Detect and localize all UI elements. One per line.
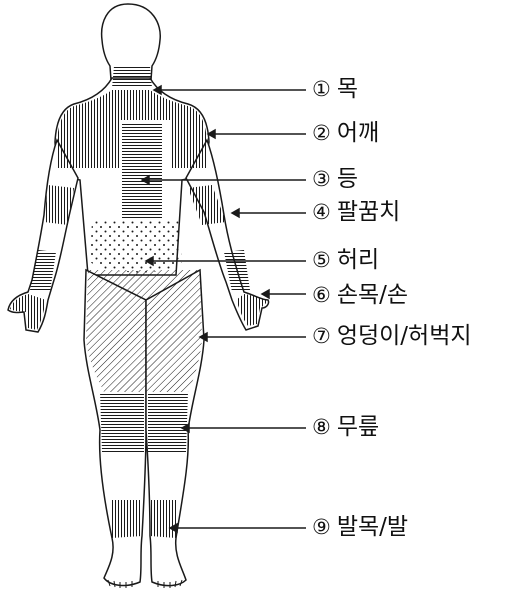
arrowhead-neck <box>152 84 162 96</box>
label-number: ⑧ <box>312 415 331 439</box>
arrowhead-wrist <box>260 288 270 300</box>
label-number: ③ <box>312 167 331 191</box>
leader-lines <box>140 84 306 534</box>
right-hand-region <box>236 294 267 326</box>
right-toes <box>157 579 183 588</box>
arrowhead-shoulder <box>206 128 216 140</box>
arrowhead-knee <box>180 422 190 434</box>
arrowhead-ankle <box>168 522 178 534</box>
label-text: 목 <box>336 76 358 102</box>
neck-region <box>112 66 152 88</box>
left-elbow-region <box>44 185 74 225</box>
label-number: ④ <box>312 200 331 224</box>
arrowhead-elbow <box>230 207 240 219</box>
label-text: 무릎 <box>336 414 380 440</box>
arrowhead-waist <box>144 255 154 267</box>
left-hand-region <box>10 294 46 330</box>
label-text: 어깨 <box>336 120 380 146</box>
left-ankle-region <box>110 500 142 538</box>
left-toes <box>107 579 133 588</box>
label-number: ① <box>312 77 331 101</box>
label-number: ② <box>312 121 331 145</box>
waist-region <box>90 220 182 273</box>
label-text: 등 <box>336 166 358 192</box>
label-text: 손목/손 <box>336 282 409 308</box>
label-number: ⑨ <box>312 515 331 539</box>
right-elbow-region <box>188 185 226 225</box>
left-knee-region <box>100 392 144 452</box>
hip-thigh-region <box>86 270 202 392</box>
left-wrist-region <box>30 250 56 292</box>
arrowhead-back <box>140 174 150 186</box>
label-number: ⑥ <box>312 283 331 307</box>
label-text: 엉덩이/허벅지 <box>336 323 472 349</box>
shoulder-region <box>57 90 207 168</box>
label-text: 발목/발 <box>336 514 409 540</box>
right-ankle-region <box>150 500 178 538</box>
label-number: ⑦ <box>312 324 331 348</box>
label-text: 팔꿈치 <box>336 199 401 225</box>
label-number: ⑤ <box>312 248 331 272</box>
arrowhead-hip <box>198 331 208 343</box>
right-knee-region <box>148 392 188 452</box>
back-region <box>122 122 162 218</box>
toes <box>107 579 183 588</box>
label-text: 허리 <box>336 247 380 273</box>
